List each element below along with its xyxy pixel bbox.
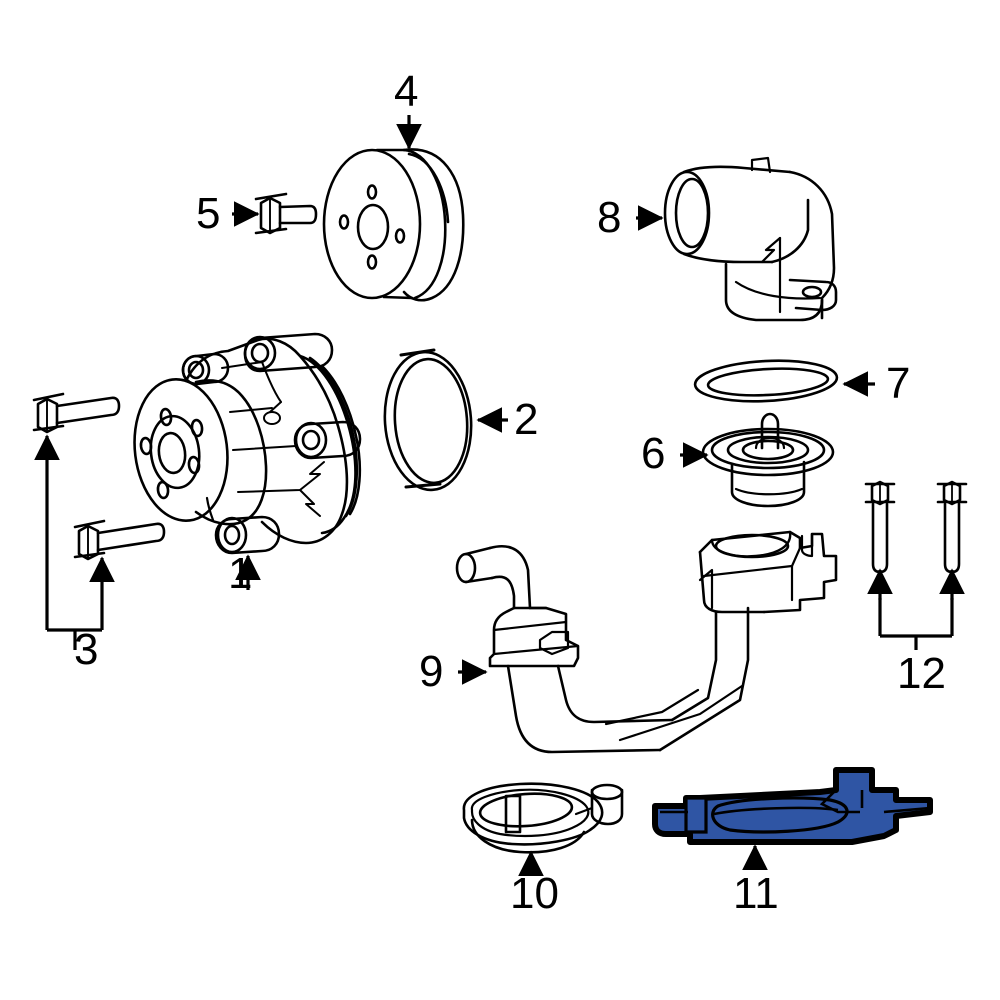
callout-label-7[interactable]: 7 bbox=[886, 359, 911, 408]
callout-label-11[interactable]: 11 bbox=[733, 869, 779, 918]
part-inlet-tube-bolts bbox=[864, 480, 968, 574]
callout-label-12[interactable]: 12 bbox=[897, 649, 946, 698]
part-water-thermostat-housing bbox=[663, 156, 838, 322]
callout-label-9[interactable]: 9 bbox=[419, 647, 444, 696]
callout-label-6[interactable]: 6 bbox=[641, 429, 666, 478]
callout-label-4[interactable]: 4 bbox=[394, 67, 419, 116]
part-water-inlet-tube-assembly bbox=[455, 530, 838, 754]
part-water-pump-pulley bbox=[322, 148, 465, 302]
part-water-pump-gasket bbox=[383, 348, 473, 492]
callout-label-10[interactable]: 10 bbox=[510, 869, 559, 918]
part-water-inlet-tube-seal bbox=[462, 782, 624, 854]
callout-label-3[interactable]: 3 bbox=[74, 625, 99, 674]
callout-label-1[interactable]: 1 bbox=[228, 549, 253, 598]
callout-leaders bbox=[34, 115, 965, 876]
part-water-pump-assembly bbox=[133, 332, 362, 555]
part-water-pump-mounting-bolts bbox=[32, 392, 166, 561]
callout-label-2[interactable]: 2 bbox=[514, 395, 539, 444]
part-water-inlet-tube-gasket bbox=[652, 767, 933, 845]
part-thermostat-seal bbox=[693, 359, 839, 403]
callout-label-5[interactable]: 5 bbox=[196, 189, 221, 238]
leader-3 bbox=[34, 434, 115, 632]
leader-12 bbox=[867, 568, 965, 650]
callout-label-8[interactable]: 8 bbox=[597, 193, 622, 242]
part-pulley-bolt bbox=[254, 192, 318, 235]
part-thermostat bbox=[701, 412, 835, 508]
